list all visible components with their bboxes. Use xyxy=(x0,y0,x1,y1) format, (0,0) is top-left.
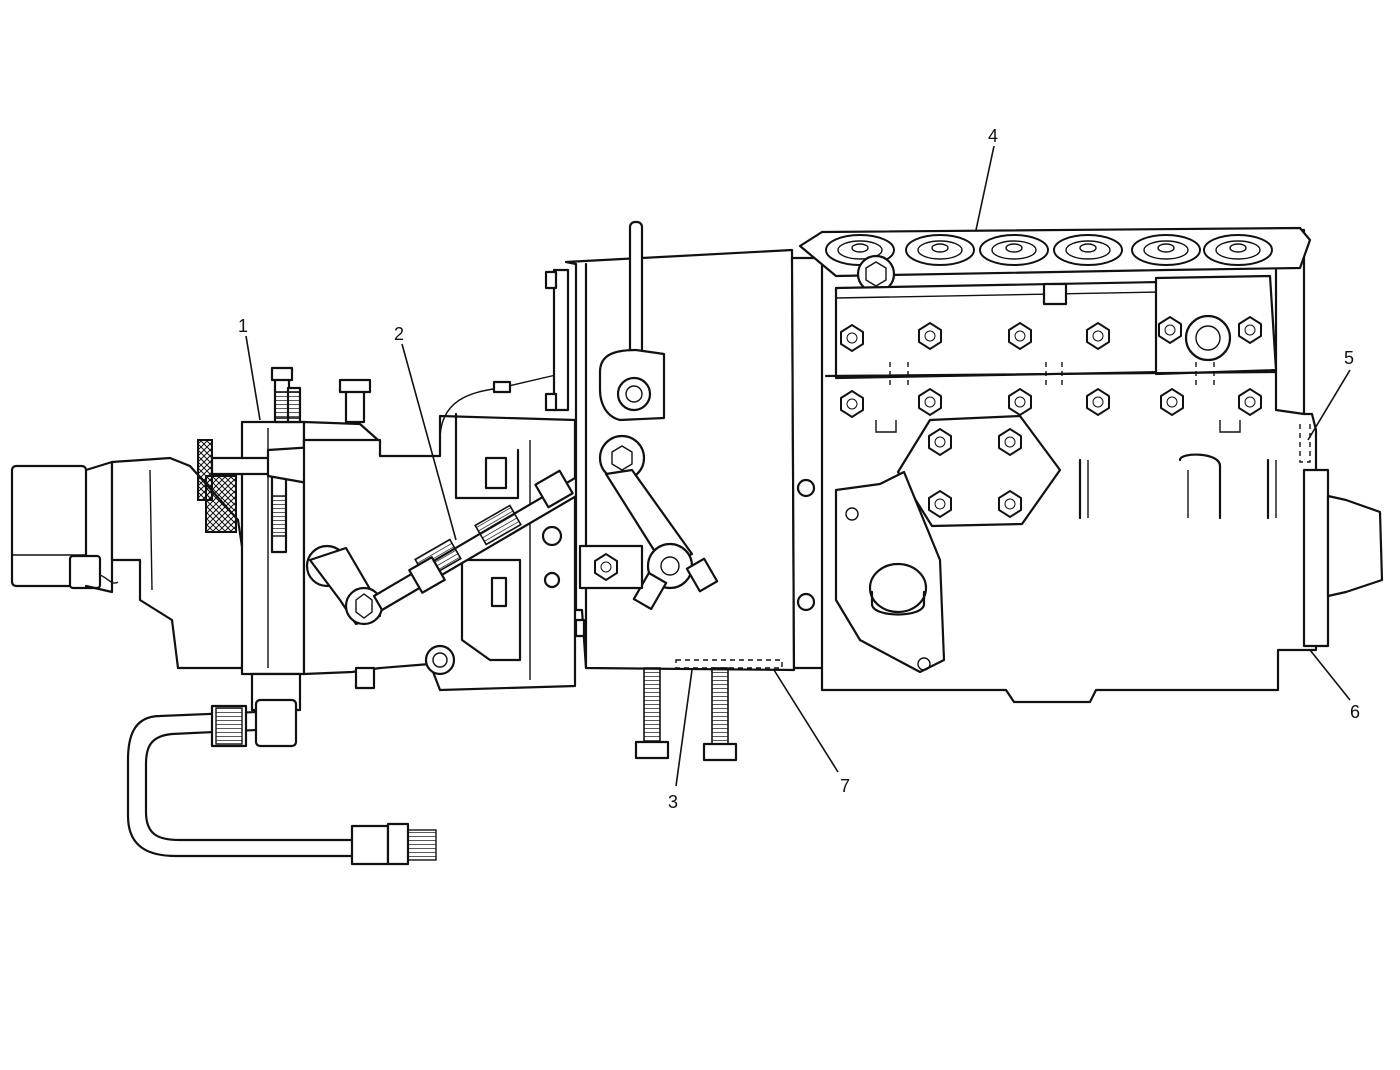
inspection-cover xyxy=(896,414,1062,528)
fuel-line xyxy=(126,704,437,866)
electrical-actuator xyxy=(10,460,119,594)
body-ribs xyxy=(1078,453,1277,520)
callout-label: 4 xyxy=(988,126,998,146)
timing-housing xyxy=(544,220,796,762)
callout-3: 3 xyxy=(668,669,693,812)
drive-shaft xyxy=(1299,424,1384,648)
valve-cover xyxy=(834,274,1278,388)
callout-label: 3 xyxy=(668,792,678,812)
callout-4: 4 xyxy=(975,126,998,231)
governor-housing xyxy=(110,366,306,748)
callout-label: 2 xyxy=(394,324,404,344)
mounting-bracket xyxy=(834,470,946,674)
throttle-link-lever xyxy=(305,544,384,626)
pump-head xyxy=(798,226,1312,294)
bolt-row xyxy=(824,370,1278,433)
callout-label: 7 xyxy=(840,776,850,796)
callout-5: 5 xyxy=(1307,348,1354,441)
callout-label: 6 xyxy=(1350,702,1360,722)
callout-7: 7 xyxy=(773,669,850,796)
callout-label: 5 xyxy=(1344,348,1354,368)
callout-label: 1 xyxy=(238,316,248,336)
callout-6: 6 xyxy=(1309,649,1360,722)
intermediate-housing xyxy=(302,373,577,692)
callout-1: 1 xyxy=(238,316,261,421)
callout-2: 2 xyxy=(394,324,457,541)
